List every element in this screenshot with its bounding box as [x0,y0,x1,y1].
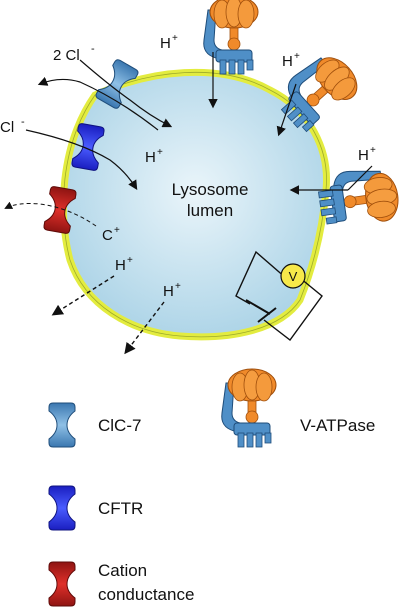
proton-leak-arrow-2 [124,301,165,355]
legend-clc7-icon [48,402,76,448]
h-ion-label: H [115,257,126,274]
legend-cation-icon [48,561,76,607]
voltmeter-icon [280,263,306,289]
h-ion-label: H [358,147,369,164]
c-ion-label: C [102,227,113,244]
h-ion-label: H [282,53,293,70]
legend-vatpase-label: V-ATPase [300,416,375,435]
cl-label: Cl [0,119,14,136]
h-ion-label: H [160,35,171,52]
legend-cftr-icon [48,485,76,531]
lumen-label-2: lumen [187,201,233,220]
minus-sign: - [91,43,95,55]
voltage-label: V [289,269,298,284]
h-ion-label: H [145,149,156,166]
cation-arrow [4,201,97,227]
plus-sign: + [370,145,376,156]
lumen-label-1: Lysosome [172,180,249,199]
cftr-arrow [25,129,138,191]
clc7-cl-arrow [37,76,159,131]
plus-sign: + [175,281,181,292]
legend-clc7-label: ClC-7 [98,416,141,435]
voltmeter-circuit [235,250,323,341]
plus-sign: + [294,51,300,62]
plus-sign: + [127,255,133,266]
two-cl-label: 2 Cl [53,47,80,64]
legend-cation-label-1: Cation [98,561,147,580]
legend-vatpase-icon [221,368,277,448]
vatpase-top-icon [203,0,259,75]
vatpase-right-upper-arrow [276,83,297,137]
clc7-h-arrow [79,59,173,128]
proton-leak-arrow-1 [51,275,115,316]
plus-sign: + [157,147,163,158]
minus-sign: - [21,116,25,128]
vatpase-right-lower-arrow [347,165,373,191]
h-ion-label: H [163,283,174,300]
legend-cation-label-2: conductance [98,585,194,604]
plus-sign: + [172,33,178,44]
plus-sign: + [114,225,120,236]
legend-cftr-label: CFTR [98,499,143,518]
